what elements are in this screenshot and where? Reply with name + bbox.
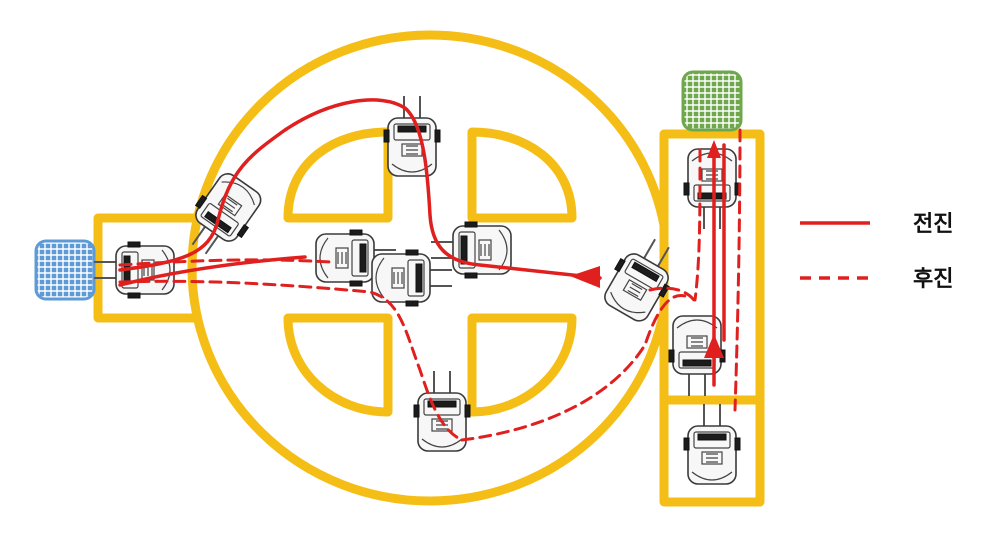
left-bay	[93, 213, 198, 323]
pickup-zone	[34, 239, 96, 301]
forklift-icon	[383, 95, 441, 177]
track	[93, 30, 765, 507]
forklift-icon	[683, 403, 741, 485]
forklift-icon	[683, 148, 741, 230]
forklift-icon	[596, 228, 688, 328]
forward-path	[118, 98, 726, 387]
reverse-path	[118, 128, 742, 442]
forklift-icon	[93, 241, 175, 299]
outer-ring	[187, 30, 664, 506]
legend-forward-label: 전진	[913, 211, 953, 236]
dropoff-zone	[681, 70, 743, 132]
inner-top-right-pocket	[467, 127, 577, 223]
inner-top-left-pocket	[283, 127, 393, 223]
legend-reverse-label: 후진	[913, 266, 953, 291]
legend: 전진 후진	[800, 211, 953, 291]
right-lane-lower	[659, 395, 765, 507]
arrow-icon	[570, 266, 600, 288]
inner-bottom-left-pocket	[283, 313, 393, 417]
arrow-icon	[704, 334, 724, 358]
inner-bottom-right-pocket	[467, 313, 577, 417]
arrow-icon	[707, 140, 721, 158]
